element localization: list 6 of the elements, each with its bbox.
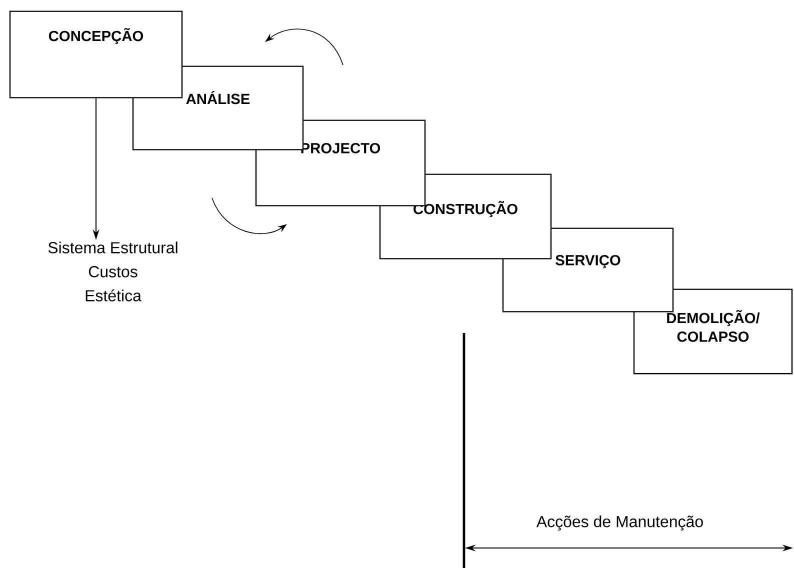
stage-box: DEMOLIÇÃO/ COLAPSO xyxy=(633,288,793,374)
stage-box: CONSTRUÇÃO xyxy=(379,174,552,260)
stage-box: PROJECTO xyxy=(255,120,426,206)
stage-box: CONCEPÇÃO xyxy=(9,10,183,98)
dimension-label: Acções de Manutenção xyxy=(536,516,703,530)
text-list: Sistema Estrutural Custos Estética xyxy=(48,242,178,302)
